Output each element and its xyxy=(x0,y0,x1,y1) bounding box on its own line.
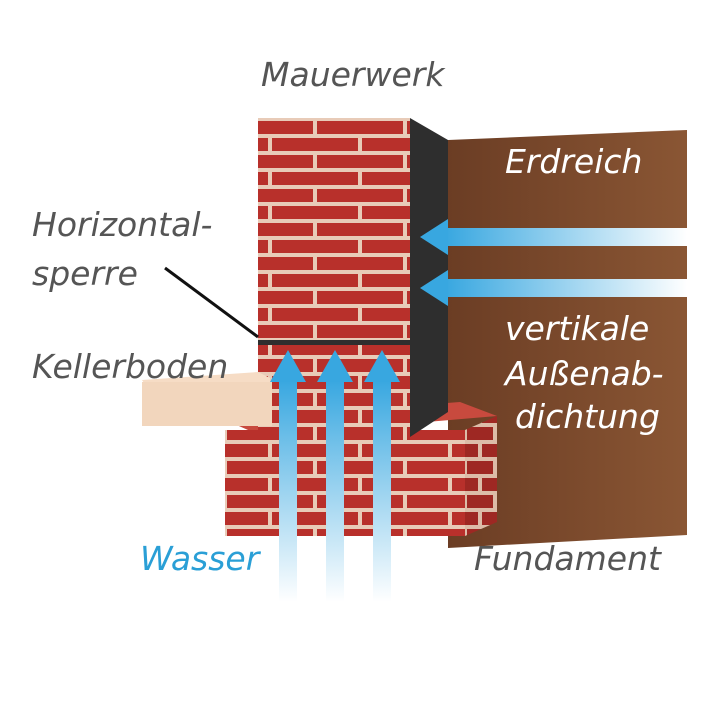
label-kellerboden: Kellerboden xyxy=(32,347,229,386)
label-vertikale-line3: dichtung xyxy=(515,397,660,436)
water-flow-arrow xyxy=(270,350,306,602)
vertical-sealing-membrane xyxy=(410,118,448,437)
horizontal-barrier xyxy=(258,340,410,345)
water-flow-arrow xyxy=(364,350,400,602)
foundation-side xyxy=(465,416,497,536)
label-vertikale-line1: vertikale xyxy=(505,309,650,348)
water-flow-arrow xyxy=(420,270,687,306)
label-horizontal-line1: Horizontal- xyxy=(32,205,213,244)
pointer-line xyxy=(164,266,259,339)
label-erdreich: Erdreich xyxy=(505,142,643,181)
label-wasser: Wasser xyxy=(140,539,260,578)
label-vertikale-line2: Außenab- xyxy=(505,354,664,393)
label-horizontal-line2: sperre xyxy=(32,254,138,293)
water-flow-arrow xyxy=(317,350,353,602)
basement-floor-slab xyxy=(142,382,272,426)
label-mauerwerk: Mauerwerk xyxy=(261,55,445,94)
foundation-front xyxy=(225,430,465,536)
water-flow-arrow xyxy=(420,219,687,255)
label-fundament: Fundament xyxy=(474,539,661,578)
